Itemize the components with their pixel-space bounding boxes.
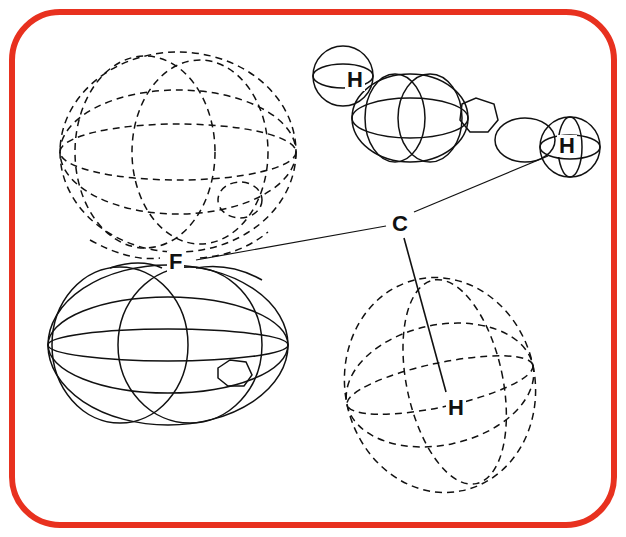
atom-label: H xyxy=(345,69,365,91)
atom-label: H xyxy=(557,135,577,157)
atom-label: C xyxy=(390,213,410,235)
atom-label: F xyxy=(167,251,184,273)
atom-label: H xyxy=(446,397,466,419)
